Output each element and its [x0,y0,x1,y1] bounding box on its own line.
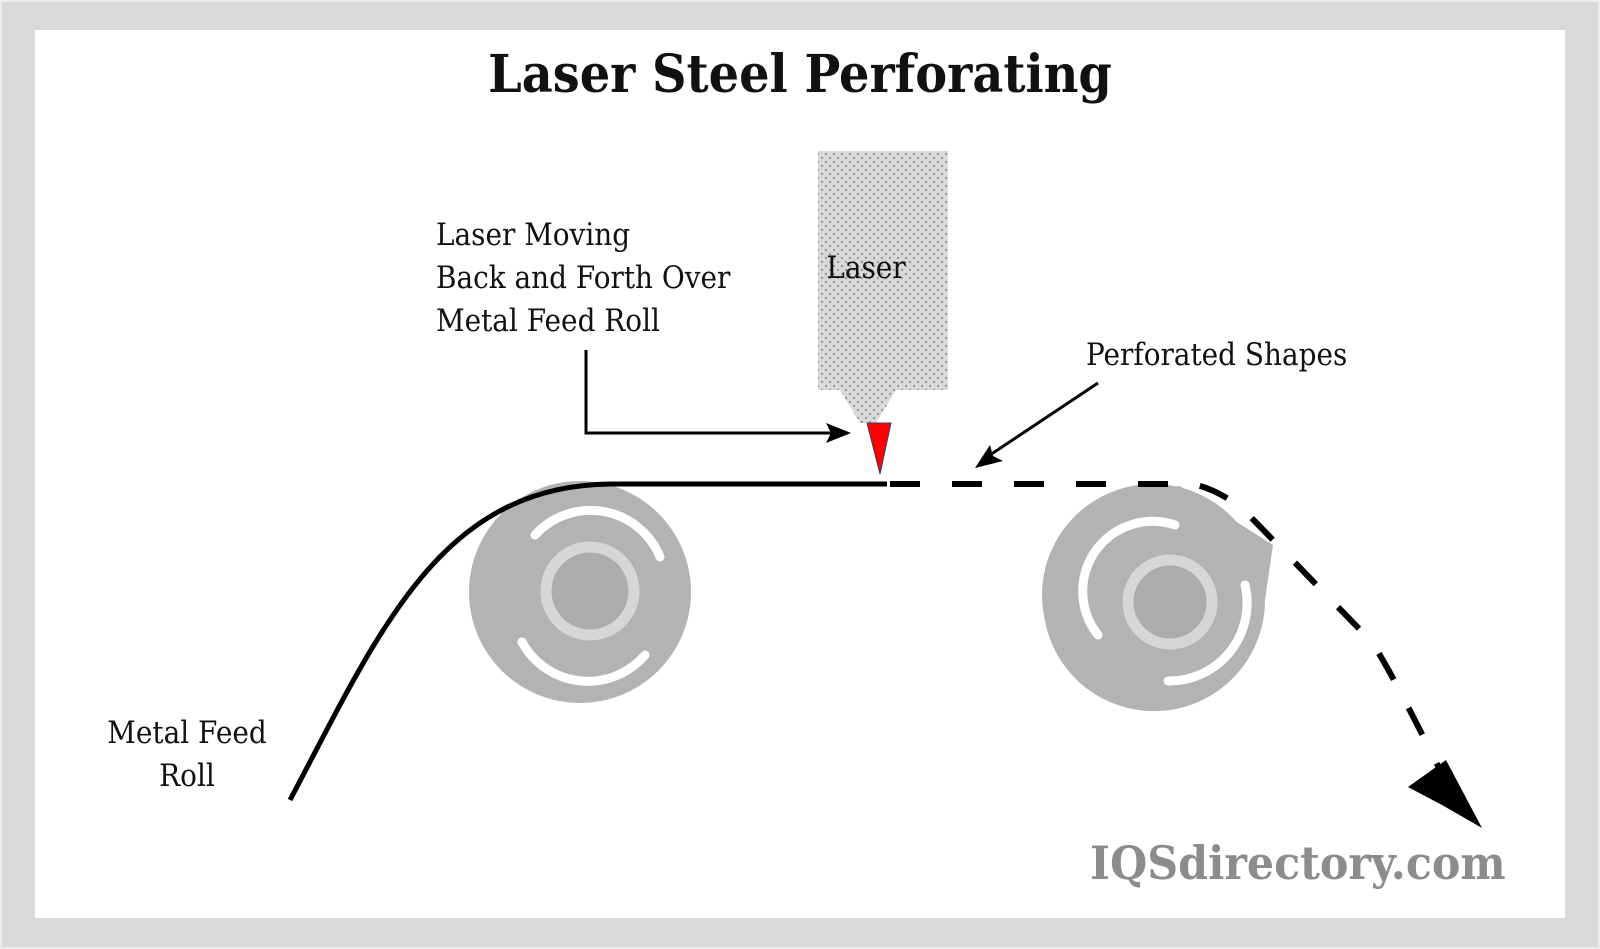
right-roller-core [1122,554,1218,650]
label-laser-moving-line-3: Metal Feed Roll [436,303,660,339]
perforated-path-arrowhead-icon [1408,760,1482,828]
laser-beam-icon [866,422,892,475]
label-perforated-shapes: Perforated Shapes [1086,337,1348,373]
left-roller [469,481,691,703]
label-laser: Laser [826,250,906,286]
diagram-title: Laser Steel Perforating [488,44,1112,105]
laser-head [818,151,948,475]
laser-moving-arrowhead-icon [826,423,851,443]
right-roller [1042,484,1273,712]
perforated-arrowhead-icon [975,445,1003,468]
label-laser-moving-line-2: Back and Forth Over [436,260,731,296]
right-roller-highlight-bottom [1163,580,1252,686]
label-metal-feed-roll-line-2: Roll [159,758,215,794]
label-laser-moving: Laser Moving Back and Forth Over Metal F… [436,214,730,343]
label-metal-feed-roll: Metal Feed Roll [93,712,282,798]
label-laser-moving-line-1: Laser Moving [436,217,631,253]
perforated-leader-line [986,381,1099,459]
label-metal-feed-roll-line-1: Metal Feed [107,715,267,751]
left-roller-highlight-bottom [517,637,650,686]
right-roller-highlight-top [1078,516,1180,640]
metal-feed-line [287,481,887,802]
perforated-path [890,481,1443,772]
left-roller-highlight-top [530,505,665,562]
diagram-canvas [35,30,1565,918]
watermark-logo: IQSdirectory.com [1090,836,1506,890]
left-roller-core [540,541,640,641]
laser-body [818,151,948,423]
laser-moving-leader-line [584,350,845,435]
